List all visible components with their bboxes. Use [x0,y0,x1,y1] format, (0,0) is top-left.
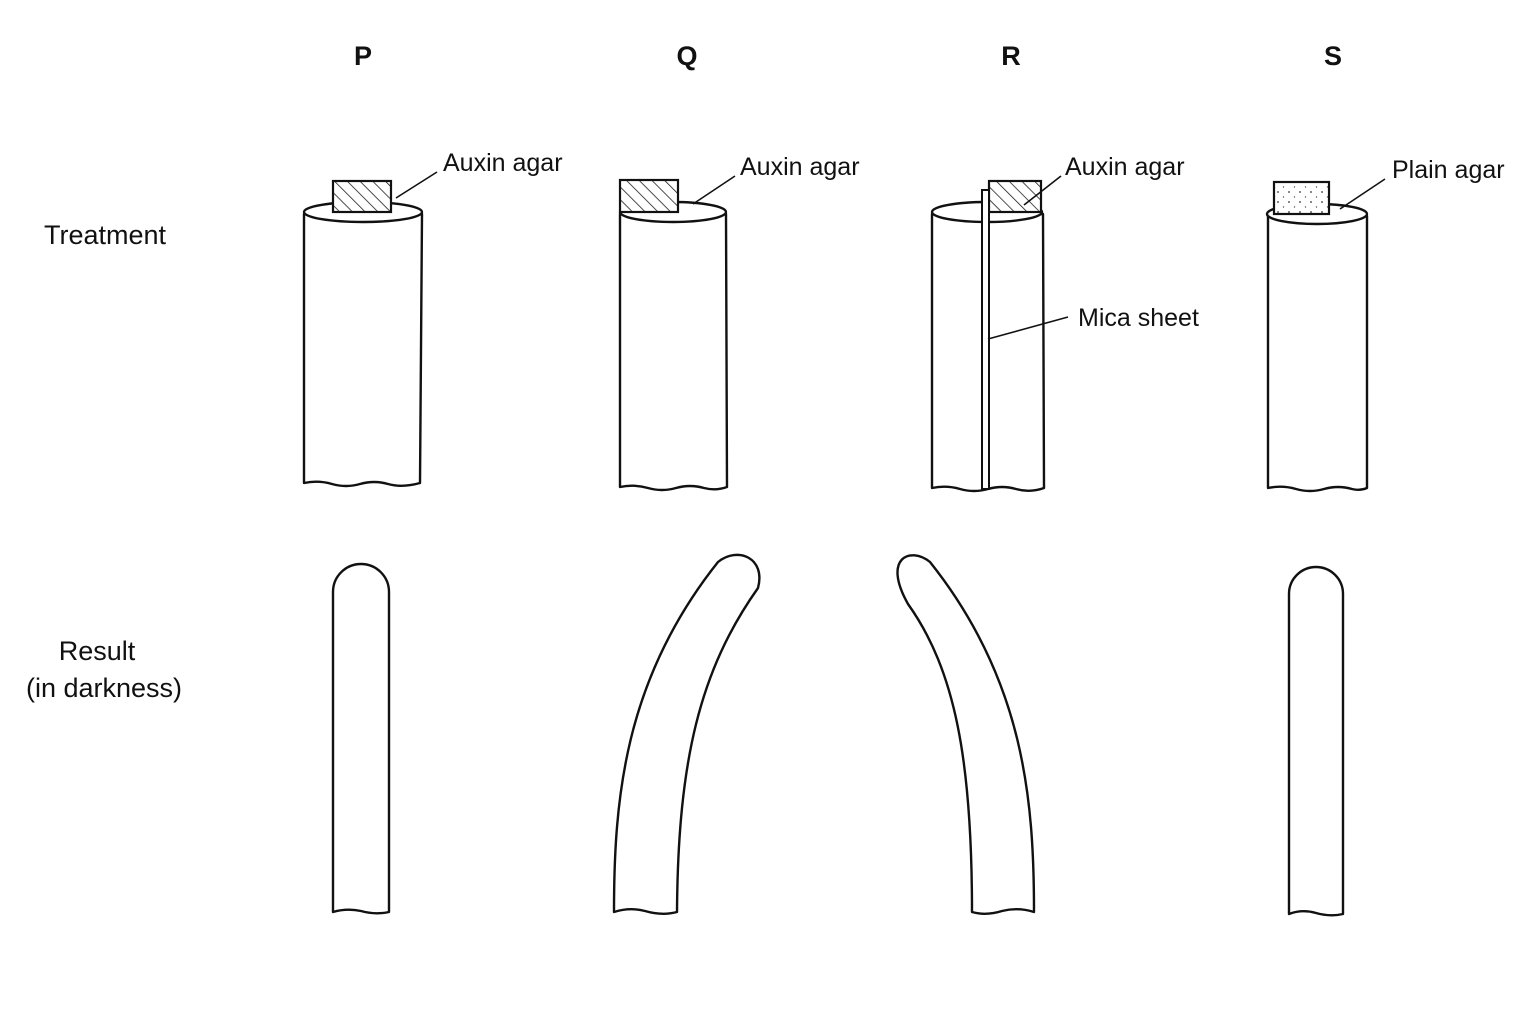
auxin-agar-block-r [987,179,1043,214]
plain-agar-block-s [1272,180,1331,216]
coleoptile-p-result-straight [331,562,391,915]
column-label-r: R [1001,41,1021,71]
callout-q-agar: Auxin agar [740,153,860,181]
leader-line-s-agar [1339,178,1386,210]
coleoptile-q-treatment [618,200,729,492]
callout-r-agar: Auxin agar [1065,153,1185,181]
mica-sheet [981,189,990,490]
row-label-treatment: Treatment [44,220,167,250]
coleoptile-s-treatment [1265,202,1369,493]
coleoptile-r-result-bent [896,554,1036,915]
auxin-agar-block-q [618,178,680,214]
coleoptile-p-treatment [302,200,424,488]
coleoptile-q-result-bent [612,553,761,915]
callout-p-agar: Auxin agar [443,149,563,177]
row-label-darkness: (in darkness) [26,673,182,703]
column-label-q: Q [676,41,697,71]
leader-line-p-agar [395,171,438,199]
auxin-agar-block-p [331,179,393,214]
callout-s-agar: Plain agar [1392,156,1505,184]
row-label-result: Result [59,636,136,666]
leader-line-q-agar [692,175,736,205]
callout-r-mica: Mica sheet [1078,304,1199,332]
leader-line-r-mica [987,316,1069,340]
leader-line-r-agar [1023,175,1062,206]
coleoptile-s-result-straight [1287,565,1345,917]
column-label-p: P [354,41,372,71]
column-label-s: S [1324,41,1342,71]
